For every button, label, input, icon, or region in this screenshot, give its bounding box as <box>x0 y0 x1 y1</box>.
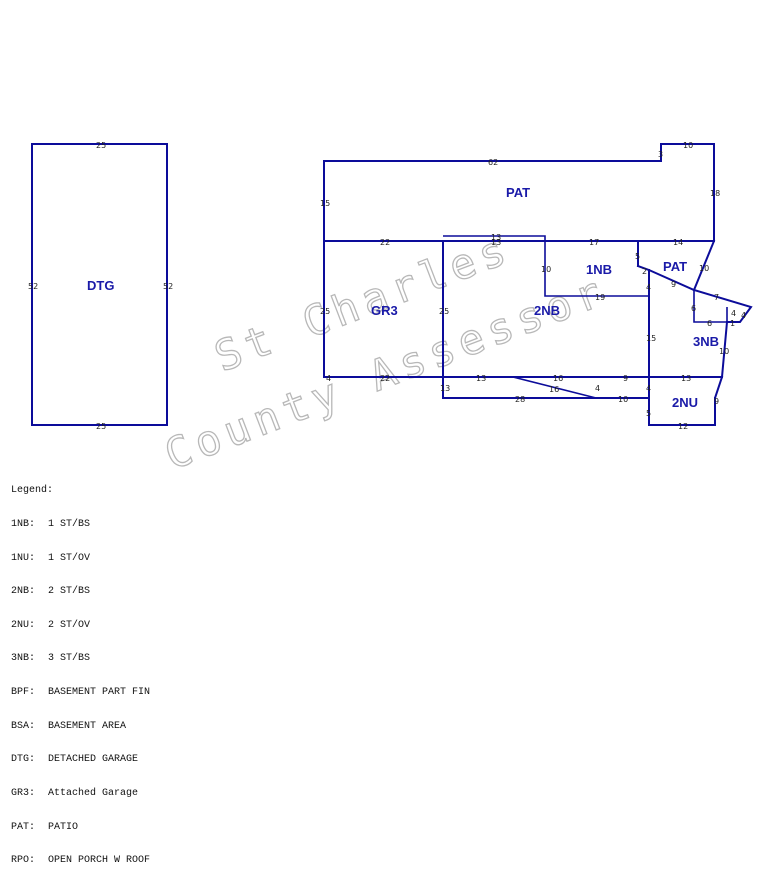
dim-label: 3 <box>658 150 663 159</box>
dim-label: 13 <box>681 374 691 383</box>
dim-label: 1 <box>730 319 735 328</box>
dim-label: 52 <box>28 282 38 291</box>
legend-desc: DETACHED GARAGE <box>48 754 139 766</box>
dim-label: 5 <box>646 409 651 418</box>
dim-label: 13 <box>440 384 450 393</box>
legend-desc: OPEN PORCH W ROOF <box>48 855 151 867</box>
dim-label: 12 <box>678 422 688 431</box>
dim-label: 4 <box>326 374 331 383</box>
area-label-2nb: 2NB <box>534 303 560 318</box>
dim-label: 13 <box>476 374 486 383</box>
dim-label: 25 <box>96 422 106 431</box>
legend-code: RPO: <box>11 855 36 867</box>
legend-code: 2NU: <box>11 619 36 631</box>
legend-item: BSA: BASEMENT AREA <box>11 721 150 732</box>
dim-label: 18 <box>710 189 720 198</box>
legend-item: 3NB: 3 ST/BS <box>11 653 150 664</box>
area-label-pat-right: PAT <box>663 259 687 274</box>
area-label-3nb: 3NB <box>693 334 719 349</box>
main-structure-outline <box>323 143 753 426</box>
area-labels: DTG PAT GR3 1NB 2NB PAT 3NB 2NU <box>87 185 719 410</box>
legend-desc: PATIO <box>48 821 79 833</box>
dim-label: 10 <box>618 395 628 404</box>
dim-label: 25 <box>96 141 106 150</box>
legend-item: 2NU: 2 ST/OV <box>11 620 150 631</box>
legend-desc: 3 ST/BS <box>48 653 91 665</box>
legend-item: GR3: Attached Garage <box>11 788 150 799</box>
dim-label: 28 <box>515 395 525 404</box>
legend-item: DTG: DETACHED GARAGE <box>11 754 150 765</box>
legend-code: GR3: <box>11 787 36 799</box>
legend-desc: 1 ST/OV <box>48 552 91 564</box>
floor-plan-sketch: St Charles County Assessor 25 52 <box>28 141 753 480</box>
legend-title: Legend: <box>11 485 54 497</box>
dtg-outline <box>31 143 168 426</box>
dim-label: 5 <box>635 252 640 261</box>
dim-label: 14 <box>673 238 683 247</box>
legend: Legend: 1NB: 1 ST/BS 1NU: 1 ST/OV 2NB: 2 ST… <box>11 463 150 878</box>
dim-label: 16 <box>553 374 563 383</box>
dim-label: 4 <box>646 384 651 393</box>
dim-label: 4 <box>595 384 600 393</box>
legend-code: 3NB: <box>11 653 36 665</box>
legend-desc: 1 ST/BS <box>48 519 91 531</box>
dim-label: 10 <box>699 264 709 273</box>
legend-desc: 2 ST/BS <box>48 586 91 598</box>
dim-label: 4 <box>741 311 746 320</box>
dim-label: 4 <box>646 283 651 292</box>
area-label-1nb: 1NB <box>586 262 612 277</box>
dim-label: 52 <box>163 282 173 291</box>
legend-item: 1NB: 1 ST/BS <box>11 519 150 530</box>
dim-label: 7 <box>714 293 719 302</box>
area-label-gr3: GR3 <box>371 303 398 318</box>
dim-label: 10 <box>541 265 551 274</box>
legend-code: DTG: <box>11 754 36 766</box>
dimension-labels: 25 52 52 25 62 3 10 18 15 22 25 25 22 13… <box>28 141 746 431</box>
area-label-dtg: DTG <box>87 278 114 293</box>
dim-label: 9 <box>623 374 628 383</box>
dim-label: 22 <box>380 374 390 383</box>
legend-item: PAT: PATIO <box>11 822 150 833</box>
dim-label: 6 <box>707 319 712 328</box>
legend-code: BSA: <box>11 720 36 732</box>
dim-label: 62 <box>488 158 498 167</box>
dim-label: 13 <box>491 238 501 247</box>
dim-label: 6 <box>691 304 696 313</box>
dim-label: 9 <box>714 397 719 406</box>
dim-label: 16 <box>549 385 559 394</box>
area-label-2nu: 2NU <box>672 395 698 410</box>
dim-label: 10 <box>683 141 693 150</box>
dim-label: 2 <box>642 267 647 276</box>
dim-label: 15 <box>320 199 330 208</box>
legend-desc: Attached Garage <box>48 787 139 799</box>
legend-item: 2NB: 2 ST/BS <box>11 586 150 597</box>
legend-code: 1NU: <box>11 552 36 564</box>
dim-label: 25 <box>439 307 449 316</box>
legend-desc: BASEMENT AREA <box>48 720 127 732</box>
legend-item: 1NU: 1 ST/OV <box>11 553 150 564</box>
dim-label: 9 <box>671 280 676 289</box>
legend-code: BPF: <box>11 687 36 699</box>
legend-desc: 2 ST/OV <box>48 619 91 631</box>
area-label-pat: PAT <box>506 185 530 200</box>
dim-label: 19 <box>595 293 605 302</box>
dim-label: 17 <box>589 238 599 247</box>
legend-item: BPF: BASEMENT PART FIN <box>11 687 150 698</box>
legend-code: 1NB: <box>11 519 36 531</box>
legend-item: RPO: OPEN PORCH W ROOF <box>11 855 150 866</box>
dim-label: 22 <box>380 238 390 247</box>
legend-code: PAT: <box>11 821 36 833</box>
dim-label: 15 <box>646 334 656 343</box>
dim-label: 13 <box>491 233 501 242</box>
dim-label: 25 <box>320 307 330 316</box>
legend-code: 2NB: <box>11 586 36 598</box>
legend-desc: BASEMENT PART FIN <box>48 687 151 699</box>
dim-label: 4 <box>731 309 736 318</box>
dim-label: 10 <box>719 347 729 356</box>
